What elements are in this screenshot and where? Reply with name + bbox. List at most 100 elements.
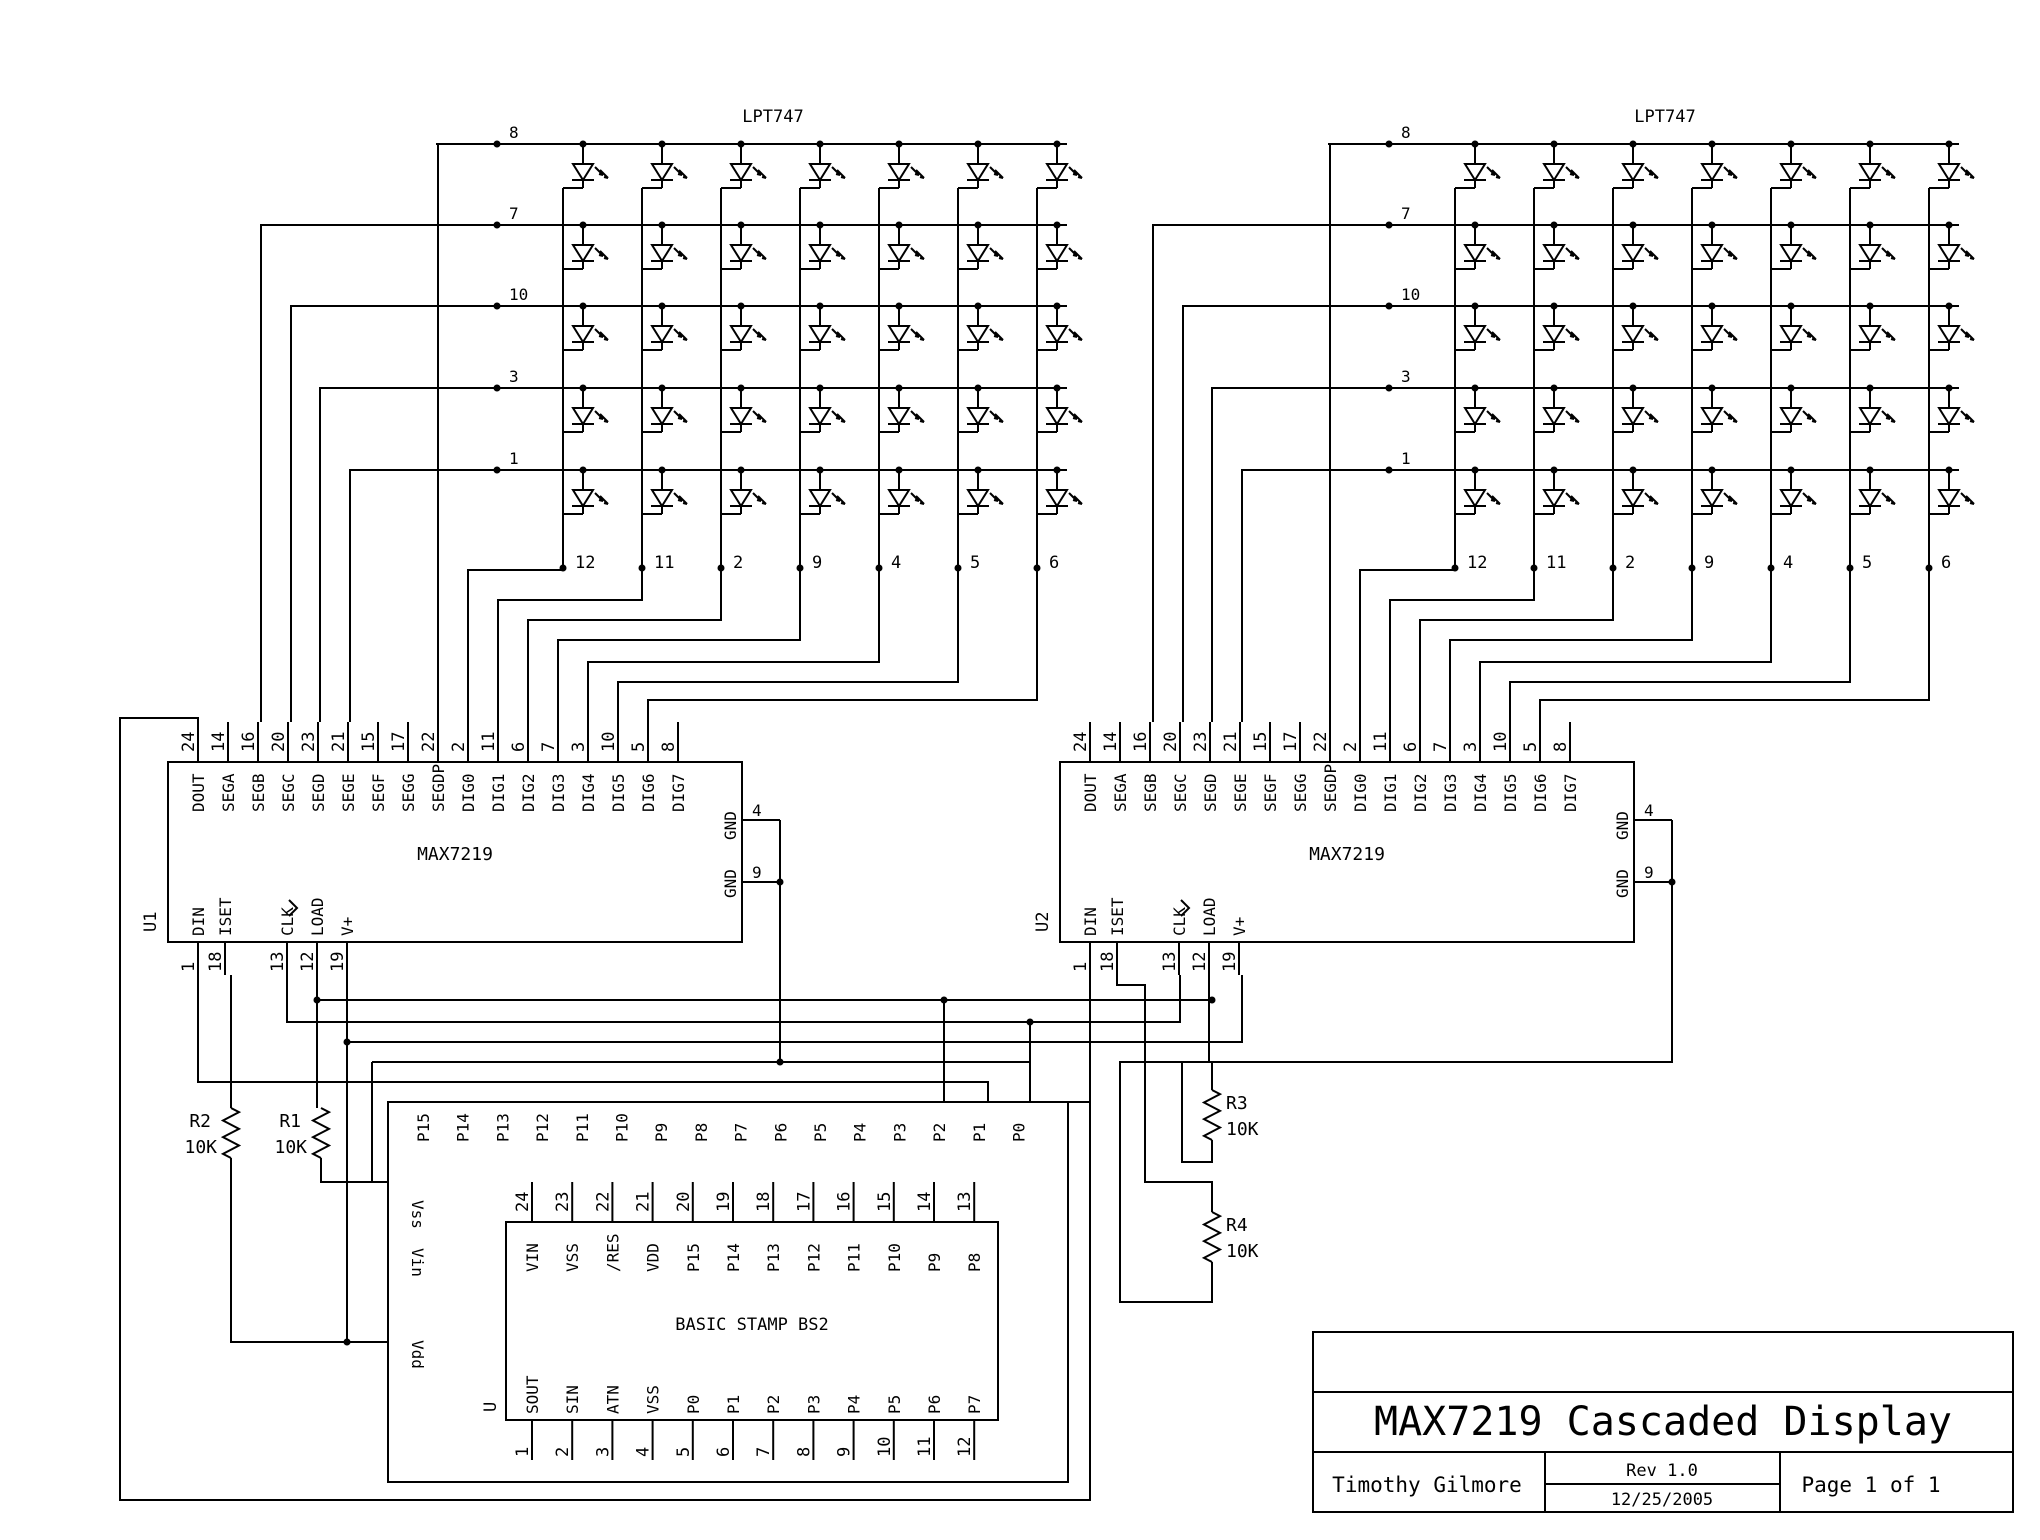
chip-pin-label: DOUT [1081, 773, 1100, 812]
wire [1328, 143, 1389, 722]
junction-dot [1026, 1018, 1034, 1026]
led-arrow [1072, 173, 1078, 176]
board-io-label: P9 [652, 1123, 671, 1142]
led-arrow [919, 176, 925, 179]
stamp-pin-number: 4 [634, 1447, 654, 1457]
col-pin-label: 5 [970, 553, 980, 573]
board-io-label: P6 [771, 1123, 790, 1142]
led-symbol [966, 489, 1004, 508]
col-pin-label: 4 [1783, 553, 1793, 573]
chip-pin-number: 24 [179, 732, 199, 752]
board-power-label: Vin [408, 1248, 427, 1277]
led-arrow [1077, 420, 1083, 423]
col-pin-label: 12 [1467, 553, 1487, 573]
led-arrow [998, 176, 1004, 179]
led-arrow [1077, 338, 1083, 341]
resistor-ref: R2 [189, 1111, 211, 1132]
chip-designator: U2 [1033, 912, 1053, 932]
board-io-label: P11 [573, 1113, 592, 1142]
led-triangle [966, 489, 990, 508]
led-symbol [1542, 407, 1580, 426]
resistor-symbol [310, 1107, 332, 1159]
led-arrow [677, 335, 683, 338]
board-io-label: P4 [851, 1123, 870, 1142]
chip-pin-label: DIG1 [489, 773, 508, 812]
led-symbol [1621, 489, 1659, 508]
led-arrow [998, 257, 1004, 260]
led-arrow [682, 338, 688, 341]
max7219-body [1059, 761, 1635, 943]
chip-pin-label: SEGA [1111, 773, 1130, 812]
wire [286, 975, 1181, 1023]
led-triangle [1779, 244, 1803, 263]
board-power-label: Vss [408, 1200, 427, 1229]
led-arrow [1806, 173, 1812, 176]
led-symbol [1858, 489, 1896, 508]
led-arrow [1072, 417, 1078, 420]
wire [346, 975, 1243, 1043]
chip-pin-number: 22 [419, 732, 439, 752]
stamp-pin-label: P14 [724, 1243, 743, 1272]
led-arrow [1574, 420, 1580, 423]
led-arrow [993, 254, 999, 257]
wire [1539, 568, 1930, 722]
led-arrow [756, 254, 762, 257]
led-triangle [571, 325, 595, 344]
led-symbol [571, 489, 609, 508]
date-text: 12/25/2005 [1611, 1490, 1713, 1510]
led-triangle [1045, 489, 1069, 508]
resistor-symbol [1201, 1089, 1223, 1141]
led-symbol [1858, 407, 1896, 426]
row-pin-label: 10 [509, 285, 528, 304]
led-symbol [571, 407, 609, 426]
board-io-label: P8 [692, 1123, 711, 1142]
led-symbol [1463, 325, 1501, 344]
led-arrow [682, 257, 688, 260]
chip-pin-label: DIG0 [1351, 773, 1370, 812]
wire [557, 568, 801, 722]
led-arrow [603, 420, 609, 423]
col-pin-label: 11 [654, 553, 674, 573]
led-arrow [682, 420, 688, 423]
led-triangle [1463, 407, 1487, 426]
led-arrow [835, 335, 841, 338]
led-symbol [1045, 407, 1083, 426]
chip-pin-label: GND [1613, 811, 1632, 840]
led-symbol [1779, 407, 1817, 426]
chip-pin-number: 10 [599, 732, 619, 752]
stamp-pin-number: 23 [553, 1192, 573, 1212]
led-arrow [1885, 335, 1891, 338]
stamp-pin-number: 3 [593, 1447, 613, 1457]
led-arrow [1072, 335, 1078, 338]
chip-pin-label: SEGC [279, 773, 298, 812]
stamp-pin-label: P9 [925, 1253, 944, 1272]
chip-pin-label: SEGDP [429, 764, 448, 812]
led-triangle [1779, 407, 1803, 426]
chip-pin-label: LOAD [308, 897, 327, 936]
chip-pin-number: 8 [1551, 742, 1571, 752]
led-arrow [1569, 254, 1575, 257]
led-triangle [808, 163, 832, 182]
board-io-label: P1 [970, 1123, 989, 1142]
stamp-pin-number: 17 [794, 1192, 814, 1212]
led-symbol [1463, 489, 1501, 508]
led-triangle [887, 407, 911, 426]
led-arrow [677, 254, 683, 257]
led-arrow [835, 254, 841, 257]
led-triangle [887, 244, 911, 263]
chip-pin-label: DIG4 [1471, 773, 1490, 812]
led-triangle [650, 325, 674, 344]
led-triangle [1621, 407, 1645, 426]
led-arrow [835, 173, 841, 176]
led-arrow [1574, 257, 1580, 260]
chip-name: MAX7219 [417, 844, 493, 865]
resistor-value: 10K [1226, 1241, 1259, 1262]
chip-pin-label: DIG1 [1381, 773, 1400, 812]
led-arrow [919, 338, 925, 341]
led-triangle [1700, 325, 1724, 344]
led-arrow [1574, 338, 1580, 341]
stamp-pin-label: VIN [523, 1243, 542, 1272]
led-arrow [1648, 173, 1654, 176]
wire [1479, 568, 1772, 722]
led-arrow [1964, 499, 1970, 502]
